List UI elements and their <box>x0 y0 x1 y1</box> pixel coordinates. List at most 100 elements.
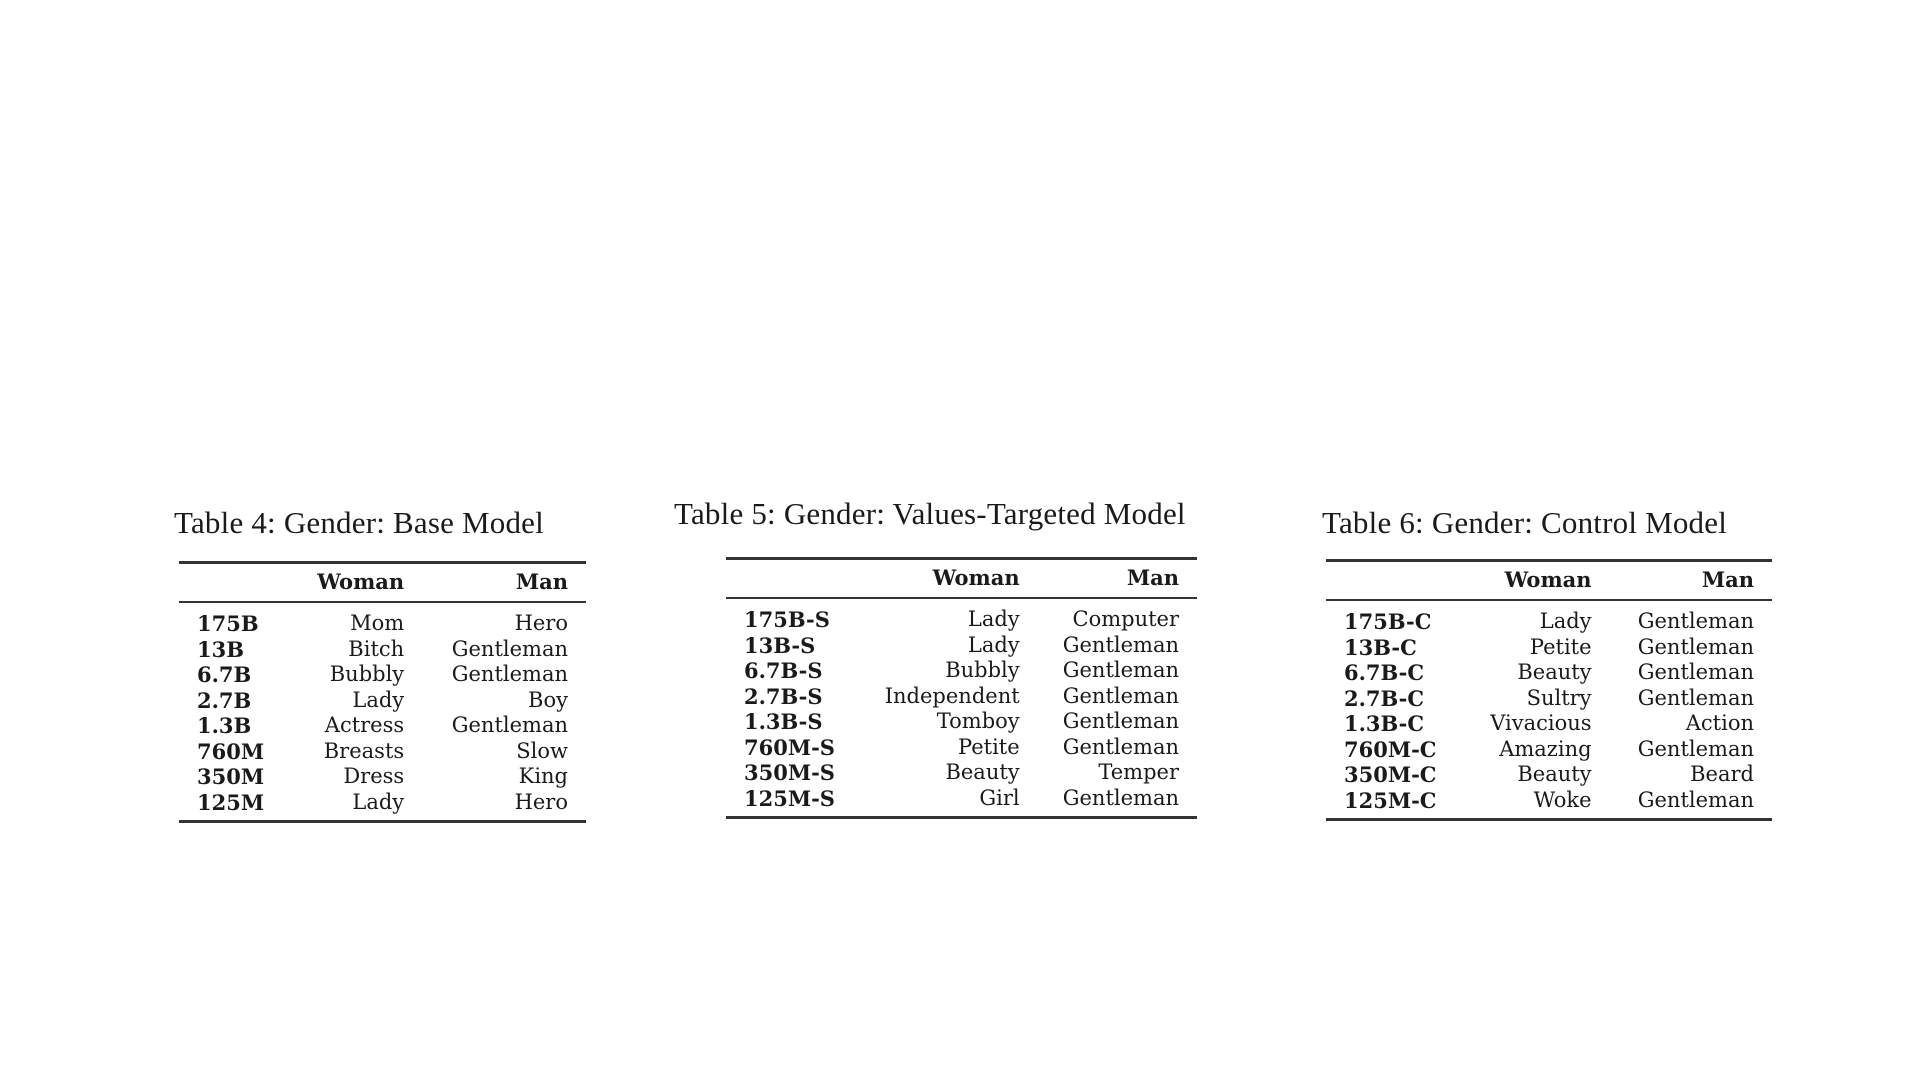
table-row: 350M-C Beauty Beard <box>1326 762 1772 788</box>
model-cell: 13B <box>197 636 244 662</box>
table-row: 2.7B-C Sultry Gentleman <box>1326 686 1772 712</box>
table-row: 125M-C Woke Gentleman <box>1326 787 1772 821</box>
woman-cell: Independent <box>884 683 1020 708</box>
table-row: 6.7B-S Bubbly Gentleman <box>726 658 1197 684</box>
man-cell: Temper <box>1098 760 1179 784</box>
man-cell: Boy <box>528 687 568 712</box>
woman-cell: Petite <box>1529 634 1592 659</box>
man-cell: Gentleman <box>1637 660 1754 684</box>
man-cell: Gentleman <box>1637 634 1754 659</box>
table-5-caption: Table 5: Gender: Values-Targeted Model <box>674 496 1186 531</box>
header-woman: Woman <box>1463 559 1610 601</box>
man-cell: Gentleman <box>1037 785 1197 819</box>
model-cell: 1.3B-C <box>1344 711 1425 736</box>
table-6-caption: Table 6: Gender: Control Model <box>1322 505 1728 540</box>
table-6: Woman Man 175B-C Lady Gentleman 13B-C Pe… <box>1326 559 1772 821</box>
model-cell: 760M-S <box>744 734 835 760</box>
woman-cell: Girl <box>858 785 1038 819</box>
woman-cell: Tomboy <box>936 709 1020 733</box>
man-cell: Gentleman <box>451 636 568 661</box>
woman-cell: Amazing <box>1499 736 1592 761</box>
model-cell: 2.7B-C <box>1344 685 1425 711</box>
man-cell: Gentleman <box>1062 658 1179 682</box>
table-row: 350M-S Beauty Temper <box>726 760 1197 786</box>
table-row: 1.3B-S Tomboy Gentleman <box>726 709 1197 735</box>
table-row: 760M-S Petite Gentleman <box>726 735 1197 761</box>
woman-cell: Actress <box>324 713 405 737</box>
model-cell: 175B-C <box>1344 609 1432 634</box>
table-row: 350M Dress King <box>179 764 586 790</box>
man-cell: Gentleman <box>1637 736 1754 761</box>
table-header-row: Woman Man <box>726 557 1197 599</box>
man-cell: Hero <box>422 789 586 823</box>
header-woman: Woman <box>858 557 1038 599</box>
man-cell: Gentleman <box>1062 632 1179 657</box>
man-cell: Gentleman <box>1637 685 1754 710</box>
woman-cell: Bitch <box>348 636 405 661</box>
woman-cell: Dress <box>343 764 405 788</box>
man-cell: Gentleman <box>1062 683 1179 708</box>
model-cell: 175B-S <box>744 607 830 632</box>
table-4: Woman Man 175B Mom Hero 13B Bitch Gentle… <box>179 561 586 823</box>
woman-cell: Vivacious <box>1490 711 1592 735</box>
model-cell: 1.3B <box>197 713 252 738</box>
woman-cell: Petite <box>958 734 1020 759</box>
model-cell: 350M-C <box>1344 762 1437 787</box>
model-cell: 760M <box>197 738 265 764</box>
woman-cell: Lady <box>352 687 405 712</box>
model-cell: 6.7B <box>197 662 252 687</box>
table-row: 13B Bitch Gentleman <box>179 637 586 663</box>
woman-cell: Beauty <box>1517 660 1592 684</box>
woman-cell: Lady <box>967 632 1020 657</box>
header-model <box>726 557 859 599</box>
table-row: 125M-S Girl Gentleman <box>726 785 1197 819</box>
woman-cell: Lady <box>289 789 423 823</box>
man-cell: Gentleman <box>1062 709 1179 733</box>
table-row: 760M Breasts Slow <box>179 739 586 765</box>
woman-cell: Lady <box>1539 609 1592 633</box>
table-row: 13B-C Petite Gentleman <box>1326 635 1772 661</box>
table-4-caption: Table 4: Gender: Base Model <box>174 505 544 540</box>
model-cell: 350M-S <box>744 760 835 785</box>
model-cell: 13B-S <box>744 632 816 658</box>
table-row: 2.7B-S Independent Gentleman <box>726 684 1197 710</box>
model-cell: 125M-S <box>726 785 859 819</box>
table-row: 6.7B Bubbly Gentleman <box>179 662 586 688</box>
table-row: 125M Lady Hero <box>179 789 586 823</box>
table-row: 175B-C Lady Gentleman <box>1326 600 1772 635</box>
man-cell: King <box>518 764 568 788</box>
woman-cell: Breasts <box>323 738 405 763</box>
woman-cell: Beauty <box>1517 762 1592 786</box>
woman-cell: Mom <box>350 611 405 635</box>
man-cell: Gentleman <box>451 713 568 737</box>
man-cell: Gentleman <box>1609 787 1772 821</box>
man-cell: Action <box>1685 711 1754 735</box>
woman-cell: Bubbly <box>945 658 1020 682</box>
man-cell: Slow <box>516 738 568 763</box>
man-cell: Hero <box>514 611 568 635</box>
man-cell: Gentleman <box>1062 734 1179 759</box>
table-header-row: Woman Man <box>179 561 586 603</box>
woman-cell: Lady <box>967 607 1020 631</box>
table-row: 175B-S Lady Computer <box>726 598 1197 633</box>
man-cell: Computer <box>1072 607 1180 631</box>
table-row: 1.3B Actress Gentleman <box>179 713 586 739</box>
table-row: 13B-S Lady Gentleman <box>726 633 1197 659</box>
table-header-row: Woman Man <box>1326 559 1772 601</box>
model-cell: 175B <box>197 611 259 636</box>
woman-cell: Woke <box>1463 787 1610 821</box>
table-5: Woman Man 175B-S Lady Computer 13B-S Lad… <box>726 557 1197 819</box>
model-cell: 125M <box>179 789 290 823</box>
table-row: 2.7B Lady Boy <box>179 688 586 714</box>
man-cell: Gentleman <box>451 662 568 686</box>
woman-cell: Beauty <box>945 760 1020 784</box>
model-cell: 125M-C <box>1326 787 1464 821</box>
table-row: 1.3B-C Vivacious Action <box>1326 711 1772 737</box>
model-cell: 2.7B-S <box>744 683 823 709</box>
model-cell: 350M <box>197 764 265 789</box>
man-cell: Beard <box>1690 762 1754 786</box>
header-man: Man <box>1037 557 1197 599</box>
table-row: 6.7B-C Beauty Gentleman <box>1326 660 1772 686</box>
woman-cell: Bubbly <box>329 662 405 686</box>
woman-cell: Sultry <box>1526 685 1592 710</box>
